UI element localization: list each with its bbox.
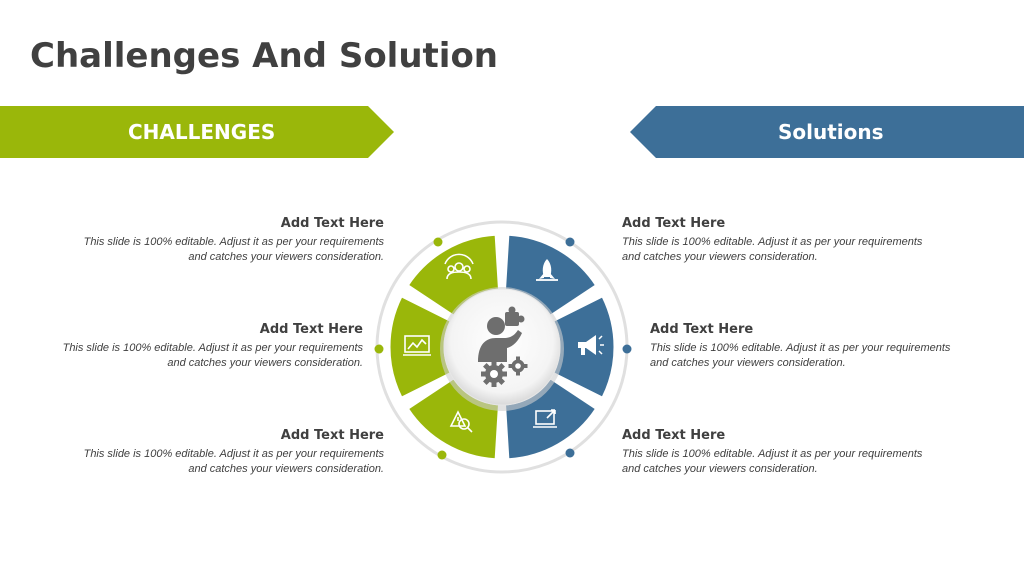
challenge-heading: Add Text Here xyxy=(280,428,384,443)
challenge-body: This slide is 100% editable. Adjust it a… xyxy=(83,448,384,475)
solution-dot-2 xyxy=(622,344,632,354)
solution-heading: Add Text Here xyxy=(622,216,726,231)
solution-dot-1 xyxy=(565,237,575,247)
solution-dot-3 xyxy=(565,448,575,458)
challenge-heading: Add Text Here xyxy=(280,216,384,231)
challenge-text-1: Add Text Here This slide is 100% editabl… xyxy=(44,216,384,265)
person-gears-icon xyxy=(478,306,528,387)
chart-icon xyxy=(403,335,431,356)
page-title: Challenges And Solution xyxy=(30,36,499,76)
solution-text-3: Add Text Here This slide is 100% editabl… xyxy=(622,428,962,477)
challenges-banner-label: CHALLENGES xyxy=(128,120,276,144)
challenge-body: This slide is 100% editable. Adjust it a… xyxy=(83,236,384,263)
challenge-heading: Add Text Here xyxy=(259,322,363,337)
solution-body: This slide is 100% editable. Adjust it a… xyxy=(622,448,923,475)
rocket-icon xyxy=(536,259,558,281)
challenge-text-2: Add Text Here This slide is 100% editabl… xyxy=(23,322,363,371)
team-icon xyxy=(444,253,474,280)
challenge-dot-1 xyxy=(433,237,443,247)
solution-body: This slide is 100% editable. Adjust it a… xyxy=(622,236,923,263)
solution-body: This slide is 100% editable. Adjust it a… xyxy=(650,342,951,369)
challenge-dot-3 xyxy=(437,450,447,460)
solutions-banner-label: Solutions xyxy=(778,120,884,144)
solution-heading: Add Text Here xyxy=(622,428,726,443)
challenge-text-3: Add Text Here This slide is 100% editabl… xyxy=(44,428,384,477)
megaphone-icon xyxy=(578,335,604,355)
solutions-banner: Solutions xyxy=(630,106,1024,158)
challenge-body: This slide is 100% editable. Adjust it a… xyxy=(62,342,363,369)
challenge-dot-2 xyxy=(374,344,384,354)
solution-text-2: Add Text Here This slide is 100% editabl… xyxy=(650,322,990,371)
solution-heading: Add Text Here xyxy=(650,322,754,337)
laptop-rocket-icon xyxy=(533,409,557,428)
risk-search-icon xyxy=(449,410,473,433)
solution-text-1: Add Text Here This slide is 100% editabl… xyxy=(622,216,962,265)
challenges-banner: CHALLENGES xyxy=(0,106,394,158)
